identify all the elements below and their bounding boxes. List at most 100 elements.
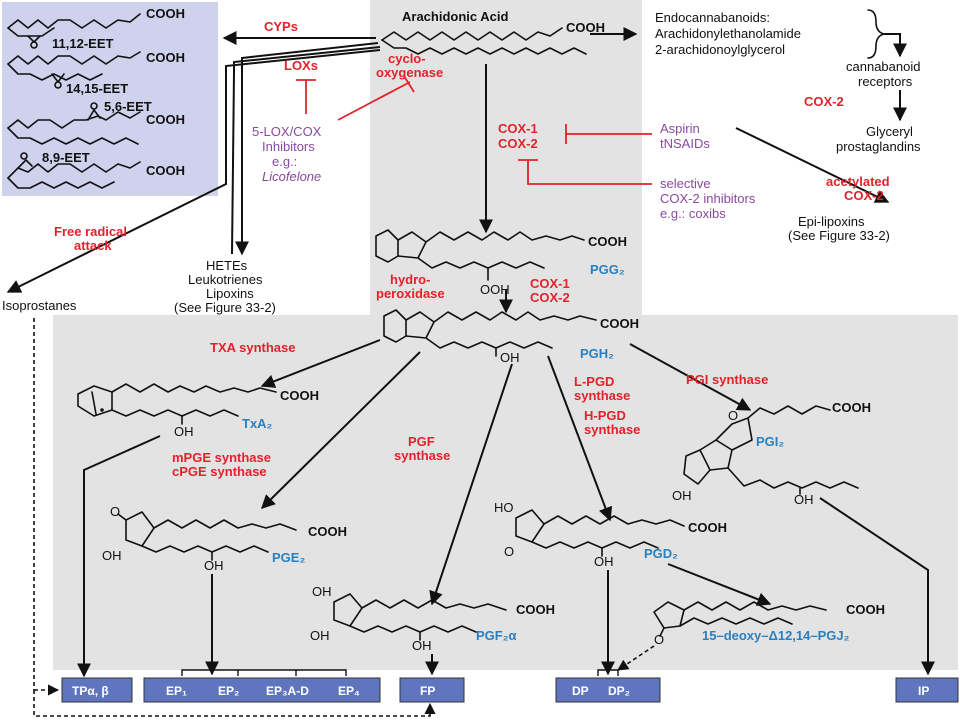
eet-name-1415: 14,15-EET [66,81,128,96]
ho-label: HO [494,500,514,515]
cooh-label: COOH [588,234,627,249]
lox-cox-example: Licofelone [262,169,321,184]
tp-label: TPα, β [72,684,109,698]
cooh-label: COOH [146,6,185,21]
hydroperoxidase-label: peroxidase [376,286,445,301]
epi-lipoxins-label: (See Figure 33-2) [788,228,890,243]
arachidonic-acid-molecule: Arachidonic Acid COOH [381,9,605,55]
cooh-label: COOH [146,112,185,127]
arrow [819,497,935,676]
arrow [667,563,772,606]
cox12-top-label: COX-2 [498,136,538,151]
lox-cox-label: e.g.: [272,154,297,169]
coxibs-label: COX-2 inhibitors [660,191,756,206]
cooh-label: COOH [516,602,555,617]
inhibition-line [337,81,411,121]
fp-label: FP [420,684,435,698]
receptor-dp: DP DP₂ [555,677,661,703]
pgh2-molecule: COOH OH PGH₂ [383,309,639,365]
dp-bracket [597,669,619,676]
cox12-top-label: COX-1 [498,121,538,136]
pgd2-molecule: COOH HO O OH PGD₂ [494,500,727,569]
pgf-synthase-label: synthase [394,448,450,463]
isoprostanes-label: Isoprostanes [2,298,77,313]
acetylated-label: acetylated [826,174,890,189]
cyps-label: CYPs [264,19,298,34]
pgi-synthase-label: PGI synthase [686,372,768,387]
cooh-label: COOH [832,400,871,415]
ep4-label: EP₄ [338,684,360,698]
free-radical-label: Free radical [54,224,127,239]
dashed-arrow [617,645,655,671]
ep2-label: EP₂ [218,684,239,698]
eet-56: COOH 5,6-EET [7,99,185,145]
cooh-label: COOH [566,20,605,35]
oh-label: OH [794,492,814,507]
coxibs-example: e.g.: coxibs [660,206,726,221]
o-label: O [728,408,738,423]
endocannabinoid-item: 2-arachidonoylglycerol [655,42,785,57]
mpge-label: mPGE synthase [172,450,271,465]
endocannabinoid-block: Endocannabanoids: Arachidonylethanolamid… [655,9,921,154]
cox2-right-label: COX-2 [804,94,844,109]
cooh-label: COOH [146,50,185,65]
ip-label: IP [918,684,929,698]
prostanoid-panel [53,315,958,670]
oh-label: OH [672,488,692,503]
oh-label: OH [102,548,122,563]
lpgd-label: L-PGD [574,374,614,389]
arrow [547,355,613,522]
ep1-label: EP₁ [166,684,187,698]
o-label: O [110,504,120,519]
oh-label: OH [312,584,332,599]
glyceryl-label: prostaglandins [836,139,921,154]
loxs-label: LOXs [284,58,318,73]
receptor-ep: EP₁ EP₂ EP₃A-D EP₄ [143,677,381,703]
cannabanoid-label: cannabanoid [846,59,920,74]
eet-1112: COOH 11,12-EET [7,6,185,51]
line [231,46,381,255]
pge2-label: PGE₂ [272,550,305,565]
txa2-molecule: COOH OH TxA₂ [77,383,319,439]
pgg2-molecule: COOH OOH PGG₂ [375,229,627,297]
eet-name-1112: 11,12-EET [52,36,113,51]
cooh-label: COOH [308,524,347,539]
pgj2-molecule: COOH O 15–deoxy–Δ12,14–PGJ₂ [653,601,885,647]
arrow [629,343,752,411]
eet-name-56: 5,6-EET [104,99,152,114]
inhibition-bar [403,75,415,93]
cooh-label: COOH [846,602,885,617]
glyceryl-label: Glyceryl [866,124,913,139]
arachidonic-acid-label: Arachidonic Acid [402,9,508,24]
arrow [6,49,381,293]
hydroperoxidase-label: hydro- [390,272,430,287]
endocannabinoid-title: Endocannabanoids: [655,10,770,25]
pgf-synthase-label: PGF [408,434,435,449]
hpgd-label: synthase [584,422,640,437]
eet-89: COOH 8,9-EET [7,150,185,189]
receptor-ip: IP [895,677,959,703]
arrow [429,363,513,606]
dp-label: DP [572,684,589,698]
dp2-label: DP₂ [608,684,630,698]
pgi2-label: PGI₂ [756,434,784,449]
hetes-label: Leukotrienes [188,272,263,287]
o-label: O [654,632,664,647]
receptor-tp: TPα, β [61,677,133,703]
cannabanoid-label: receptors [858,74,913,89]
oh-label: OH [594,554,614,569]
dashed-arrow [33,690,436,717]
eet-1415: COOH 14,15-EET [7,50,185,96]
pgh2-label: PGH₂ [580,346,614,361]
pgg2-label: PGG₂ [590,262,625,277]
oh-label: OH [310,628,330,643]
endocannabinoid-item: Arachidonylethanolamide [655,26,801,41]
arrow [735,127,890,203]
aspirin-label: Aspirin [660,121,700,136]
epi-lipoxins-label: Epi-lipoxins [798,214,865,229]
cox12-mid-label: COX-2 [530,290,570,305]
arrow [260,339,381,388]
oh-label: OH [204,558,224,573]
